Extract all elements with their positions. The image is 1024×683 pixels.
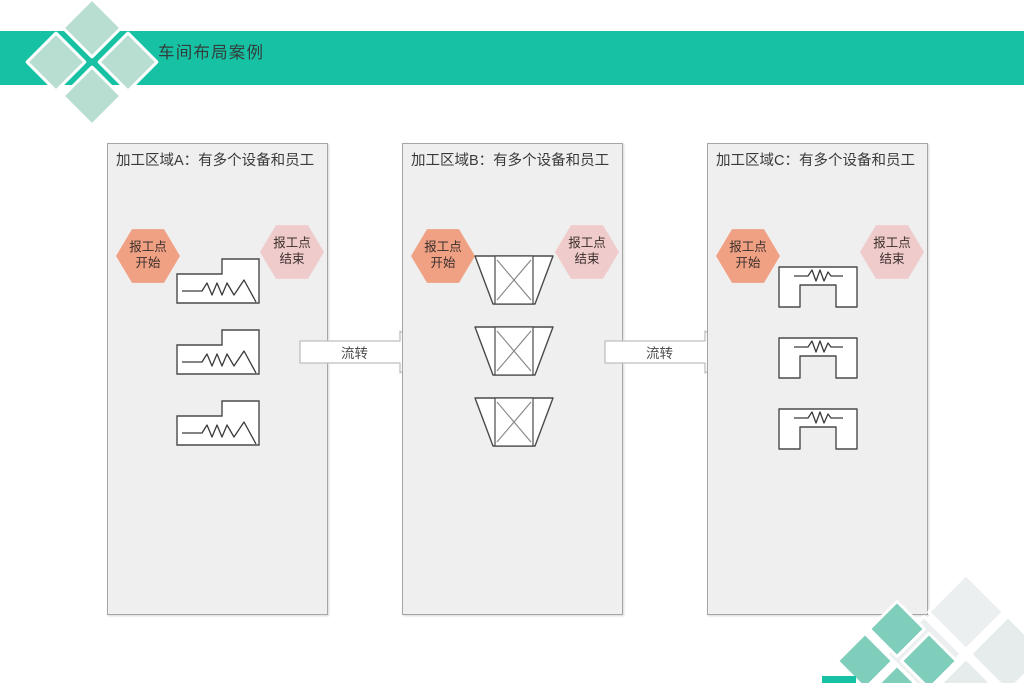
panel-title-b: 加工区域B：有多个设备和员工 <box>411 153 610 169</box>
badge-line-1: 报工点 <box>729 240 767 255</box>
badge-line-2: 结束 <box>574 252 600 266</box>
panel-title-c: 加工区域C：有多个设备和员工 <box>716 153 915 169</box>
lathe-machine-icon[interactable] <box>176 329 260 375</box>
corner-diamond-cluster-teal-icon <box>835 599 966 683</box>
furnace-arch-icon[interactable] <box>778 266 858 308</box>
badge-line-2: 结束 <box>879 252 905 266</box>
badge-line-1: 报工点 <box>129 240 167 255</box>
badge-line-2: 开始 <box>735 256 761 270</box>
report-point-end-badge-a[interactable]: 报工点 结束 <box>260 225 324 279</box>
badge-line-1: 报工点 <box>568 236 606 251</box>
hopper-mixer-icon[interactable] <box>474 325 554 377</box>
header-band <box>0 31 1024 85</box>
badge-line-2: 开始 <box>135 256 161 270</box>
page-title: 车间布局案例 <box>158 44 265 62</box>
hopper-mixer-icon[interactable] <box>474 396 554 448</box>
furnace-arch-icon[interactable] <box>778 337 858 379</box>
badge-line-2: 开始 <box>430 256 456 270</box>
badge-line-1: 报工点 <box>424 240 462 255</box>
badge-line-1: 报工点 <box>273 236 311 251</box>
report-point-start-badge-b[interactable]: 报工点 开始 <box>411 229 475 283</box>
process-area-panel-b[interactable]: 加工区域B：有多个设备和员工 报工点 开始 报工点 结束 <box>402 143 623 615</box>
hopper-mixer-icon[interactable] <box>474 254 554 306</box>
corner-accent-bar <box>822 676 856 683</box>
header-diamond-cluster-icon <box>22 0 162 128</box>
badge-line-1: 报工点 <box>873 236 911 251</box>
report-point-end-badge-c[interactable]: 报工点 结束 <box>860 225 924 279</box>
lathe-machine-icon[interactable] <box>176 258 260 304</box>
process-area-panel-c[interactable]: 加工区域C：有多个设备和员工 报工点 开始 报工点 结束 <box>707 143 928 615</box>
process-area-panel-a[interactable]: 加工区域A：有多个设备和员工 报工点 开始 报工点 结束 <box>107 143 328 615</box>
furnace-arch-icon[interactable] <box>778 408 858 450</box>
report-point-start-badge-c[interactable]: 报工点 开始 <box>716 229 780 283</box>
report-point-end-badge-b[interactable]: 报工点 结束 <box>555 225 619 279</box>
lathe-machine-icon[interactable] <box>176 400 260 446</box>
panel-title-a: 加工区域A：有多个设备和员工 <box>116 153 315 169</box>
badge-line-2: 结束 <box>279 252 305 266</box>
report-point-start-badge-a[interactable]: 报工点 开始 <box>116 229 180 283</box>
